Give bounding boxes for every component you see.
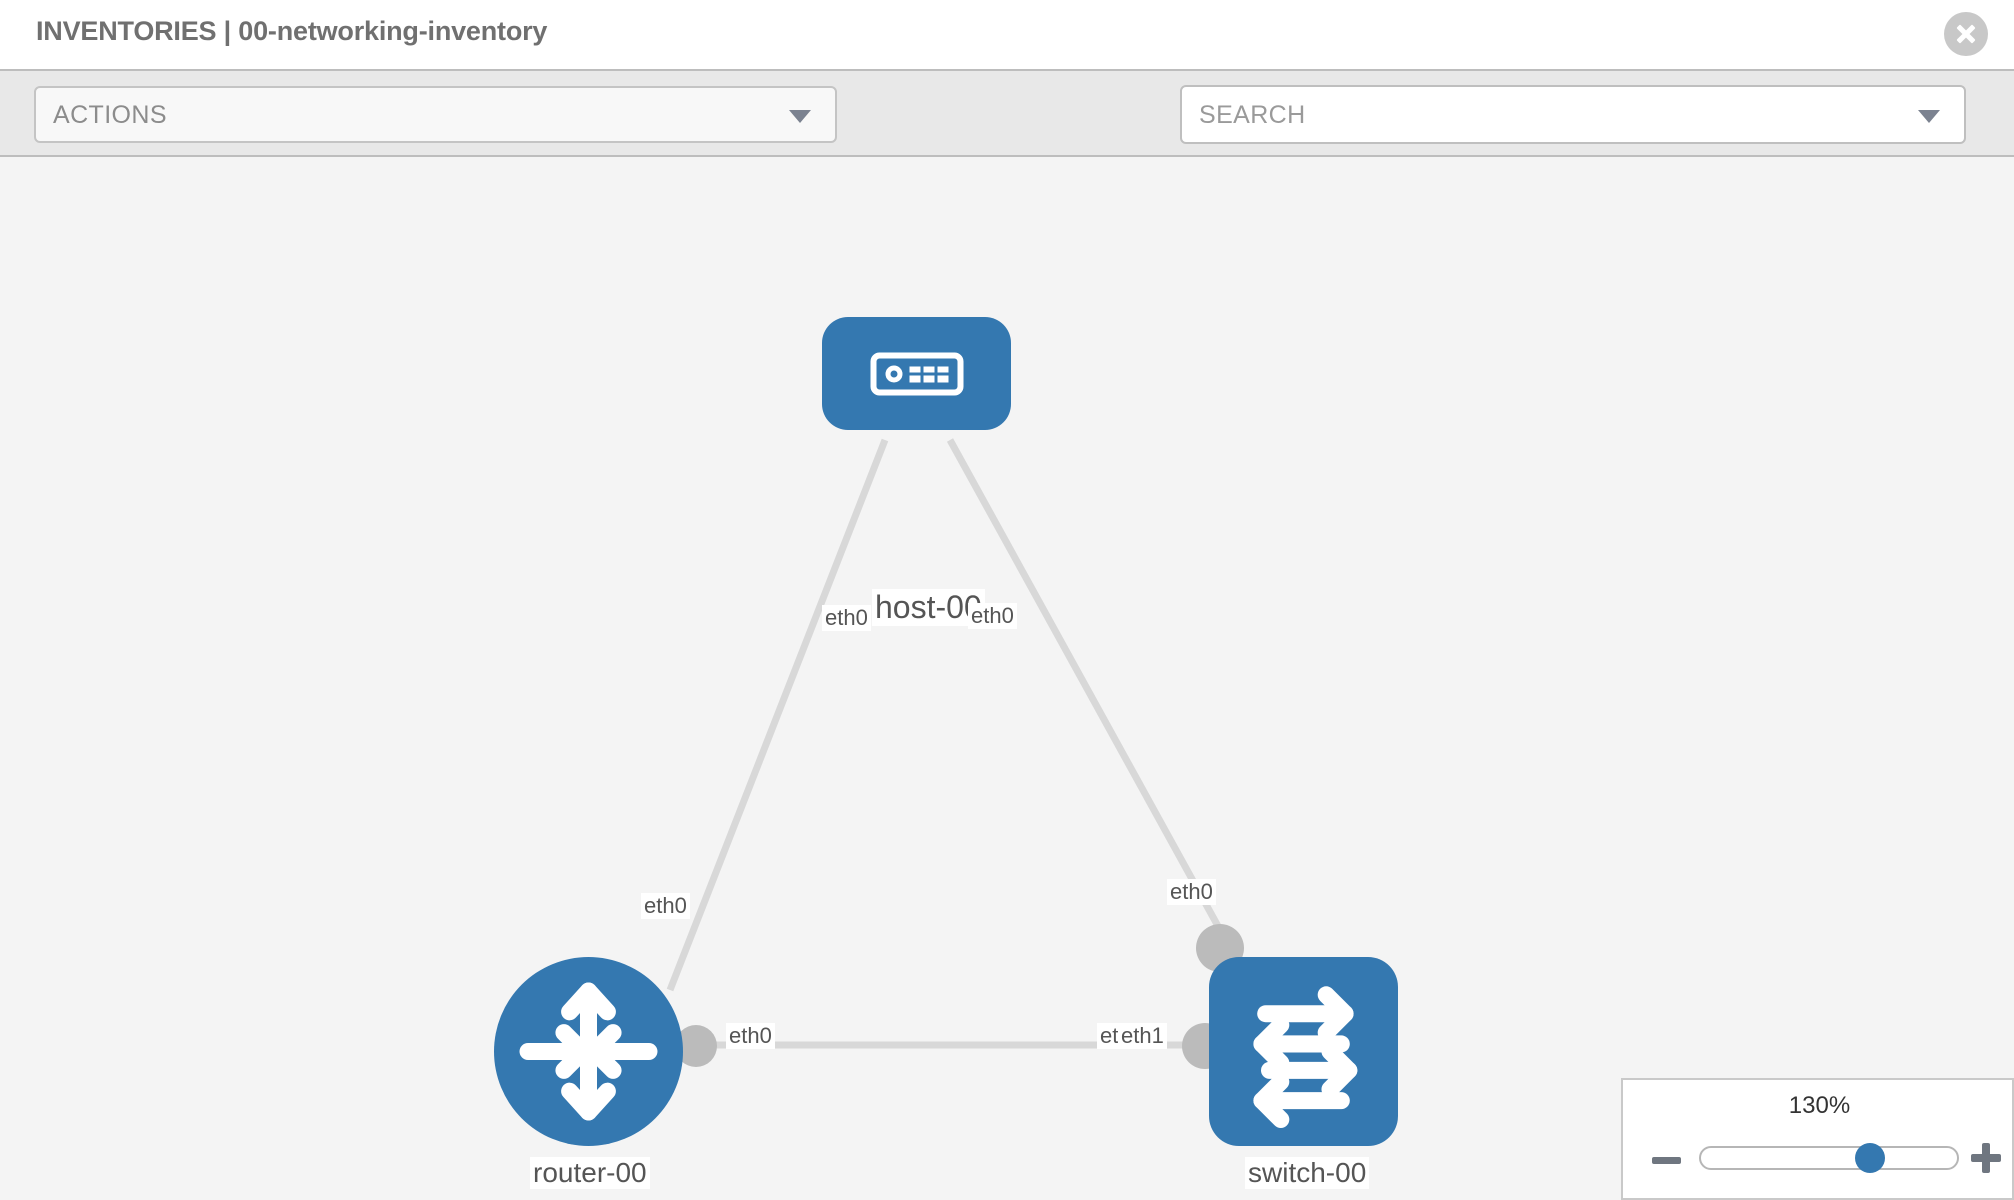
topology-canvas[interactable]: host-00 router-00 switch-00 eth0 eth0 et… [0,157,2014,1200]
edge-label-switch-left-b: eth1 [1118,1023,1167,1049]
router-arrows-icon [519,982,658,1121]
edge-label-router-up: eth0 [641,893,690,919]
topology-edges [666,438,1239,1049]
node-label-switch-00: switch-00 [1245,1157,1370,1189]
zoom-out-button[interactable] [1652,1157,1681,1164]
zoom-level-value: 130% [1788,1092,1851,1119]
zoom-slider[interactable] [1699,1143,1959,1173]
search-input[interactable]: SEARCH [1180,85,1966,144]
zoom-control-panel: 130% [1621,1078,2014,1200]
server-icon [870,352,963,395]
zoom-slider-thumb[interactable] [1854,1143,1885,1173]
switch-arrows-icon [1253,986,1358,1129]
node-router-00[interactable] [494,957,683,1146]
edge-label-host-left: eth0 [822,605,871,631]
edge-label-host-right: eth0 [968,603,1017,629]
page-title: INVENTORIES | 00-networking-inventory [36,16,548,46]
chevron-down-icon [1918,110,1940,123]
page-header: INVENTORIES | 00-networking-inventory [0,0,2014,69]
node-label-router-00: router-00 [530,1157,650,1189]
server-icon-power-dot [885,365,902,382]
edge-label-router-right: eth0 [726,1023,775,1049]
chevron-down-icon [789,110,811,123]
actions-dropdown-label: ACTIONS [53,101,167,129]
search-placeholder: SEARCH [1199,101,1306,129]
zoom-in-button[interactable] [1970,1142,2002,1174]
server-icon-led-grid [909,366,949,382]
actions-dropdown[interactable]: ACTIONS [34,86,837,143]
node-host-00[interactable] [822,317,1011,430]
close-icon[interactable] [1944,12,1988,56]
toolbar: ACTIONS SEARCH [0,69,2014,195]
node-switch-00[interactable] [1209,957,1398,1146]
edge-label-switch-up: eth0 [1167,879,1216,905]
node-label-host-00: host-00 [872,589,985,626]
